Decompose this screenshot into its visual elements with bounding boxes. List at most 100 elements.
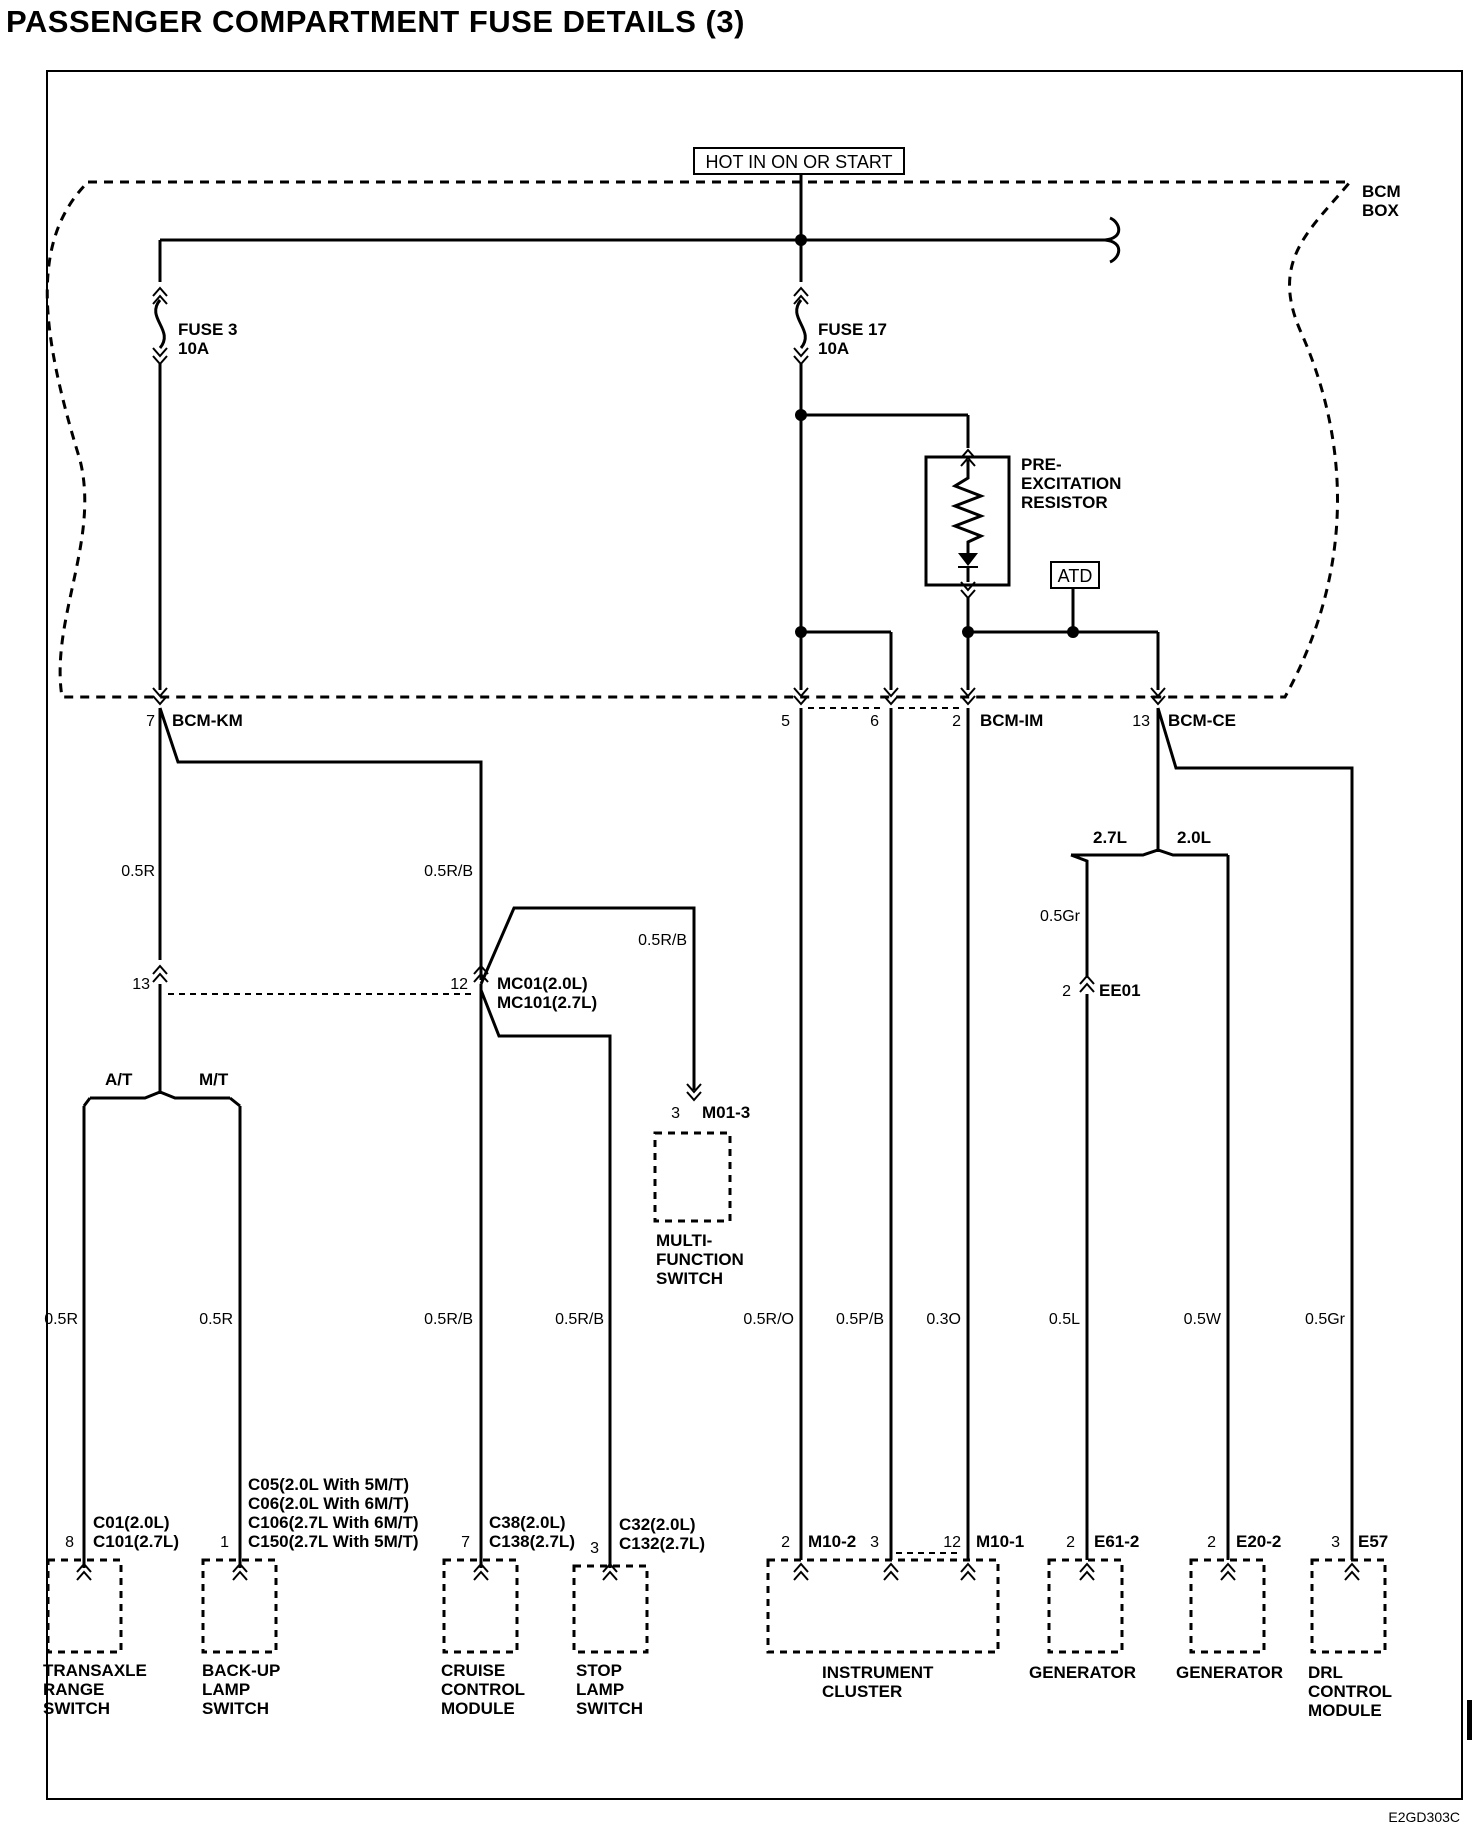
instrument-cluster	[766, 1552, 1000, 1654]
bcm-box-label-1: BCM	[1362, 182, 1401, 201]
gen1-pin: 2	[1066, 1534, 1075, 1551]
fuse-17-rating: 10A	[818, 339, 849, 358]
backup-pin: 1	[220, 1534, 229, 1551]
backup-lamp-switch	[201, 1558, 278, 1654]
mf-connector: M01-3	[702, 1103, 750, 1122]
split-27l: 2.7L	[1093, 828, 1127, 847]
trans-label-3: SWITCH	[43, 1699, 110, 1718]
wire-gen27-low: 0.5L	[1049, 1311, 1080, 1328]
wire-gen20: 0.5W	[1184, 1311, 1222, 1328]
cluster-pin-c: 12	[943, 1534, 961, 1551]
cruise-conn-1: C38(2.0L)	[489, 1513, 566, 1532]
cluster-label-1: INSTRUMENT	[822, 1663, 934, 1682]
wire-drl: 0.5Gr	[1305, 1311, 1346, 1328]
pre-excitation-resistor	[924, 449, 1160, 690]
backup-label-3: SWITCH	[202, 1699, 269, 1718]
gen2-pin: 2	[1207, 1534, 1216, 1551]
atd-box	[1050, 561, 1100, 589]
mf-label-1: MULTI-	[656, 1231, 712, 1250]
bcm-im-pin: 2	[952, 713, 961, 730]
resistor-label-2: EXCITATION	[1021, 474, 1121, 493]
mc-connector-2: MC101(2.7L)	[497, 993, 597, 1012]
wire-km-main: 0.5R	[121, 863, 155, 880]
ee-connector: EE01	[1099, 981, 1141, 1000]
cluster-pin-b: 3	[870, 1534, 879, 1551]
gen1-label: GENERATOR	[1029, 1663, 1136, 1682]
wire-cruise: 0.5R/B	[424, 1311, 473, 1328]
wire-trans: 0.5R	[44, 1311, 78, 1328]
wire-backup: 0.5R	[199, 1311, 233, 1328]
trans-label-2: RANGE	[43, 1680, 104, 1699]
mc-connector-1: MC01(2.0L)	[497, 974, 588, 993]
cruise-label-2: CONTROL	[441, 1680, 525, 1699]
wire-mc-mf: 0.5R/B	[638, 932, 687, 949]
bcm-box-outline	[45, 180, 1354, 699]
backup-label-1: BACK-UP	[202, 1661, 280, 1680]
bcm-pin-6: 6	[870, 713, 879, 730]
stop-lamp-switch	[572, 1563, 649, 1654]
bcm-connector-forks	[152, 687, 1166, 709]
trans-conn-2: C101(2.7L)	[93, 1532, 179, 1551]
mf-label-3: SWITCH	[656, 1269, 723, 1288]
backup-label-2: LAMP	[202, 1680, 250, 1699]
wire-ic2: 0.3O	[926, 1311, 961, 1328]
wire-ic5: 0.5R/O	[743, 1311, 794, 1328]
cruise-label-3: MODULE	[441, 1699, 515, 1718]
drl-label-1: DRL	[1308, 1663, 1343, 1682]
fuse-3	[152, 287, 168, 690]
bcm-km-name: BCM-KM	[172, 711, 243, 730]
page-edge-marker	[1467, 1700, 1472, 1740]
resistor-label-1: PRE-	[1021, 455, 1062, 474]
fuse-3-rating: 10A	[178, 339, 209, 358]
split-20l: 2.0L	[1177, 828, 1211, 847]
trans-pin: 8	[65, 1534, 74, 1551]
wire-gen27: 0.5Gr	[1040, 908, 1081, 925]
drl-label-2: CONTROL	[1308, 1682, 1392, 1701]
bcm-ce-circuit	[1070, 707, 1354, 1560]
cluster-circuit	[799, 708, 970, 1560]
split-mt: M/T	[199, 1070, 229, 1089]
cluster-conn-a: M10-2	[808, 1532, 856, 1551]
stop-conn-2: C132(2.7L)	[619, 1534, 705, 1553]
atd-label: ATD	[1058, 566, 1093, 586]
stop-label-1: STOP	[576, 1661, 622, 1680]
split-at: A/T	[105, 1070, 133, 1089]
trans-conn-1: C01(2.0L)	[93, 1513, 170, 1532]
stop-label-3: SWITCH	[576, 1699, 643, 1718]
stop-pin: 3	[590, 1540, 599, 1557]
mf-pin: 3	[671, 1105, 680, 1122]
cruise-pin: 7	[461, 1534, 470, 1551]
power-source-label: HOT IN ON OR START	[705, 152, 892, 172]
backup-conn-2: C06(2.0L With 6M/T)	[248, 1494, 409, 1513]
resistor-label-3: RESISTOR	[1021, 493, 1108, 512]
trans-label-1: TRANSAXLE	[43, 1661, 147, 1680]
bcm-km-pin: 7	[146, 713, 155, 730]
generator-1	[1047, 1558, 1124, 1654]
wire-km-branch: 0.5R/B	[424, 863, 473, 880]
backup-conn-1: C05(2.0L With 5M/T)	[248, 1475, 409, 1494]
figure-code: E2GD303C	[1388, 1809, 1460, 1825]
bcm-ce-pin: 13	[1132, 713, 1150, 730]
pin-13: 13	[132, 976, 150, 993]
top-bus	[158, 174, 1121, 282]
wire-stop: 0.5R/B	[555, 1311, 604, 1328]
bcm-km-circuit	[82, 707, 696, 1568]
gen1-conn: E61-2	[1094, 1532, 1139, 1551]
stop-label-2: LAMP	[576, 1680, 624, 1699]
diagram-frame	[46, 70, 1463, 1800]
gen2-conn: E20-2	[1236, 1532, 1281, 1551]
power-source-box	[693, 147, 905, 175]
fuse-17-name: FUSE 17	[818, 320, 887, 339]
cluster-conn-c: M10-1	[976, 1532, 1024, 1551]
drl-control-module	[1310, 1558, 1387, 1654]
drl-conn: E57	[1358, 1532, 1388, 1551]
cluster-label-2: CLUSTER	[822, 1682, 902, 1701]
backup-conn-4: C150(2.7L With 5M/T)	[248, 1532, 419, 1551]
cruise-label-1: CRUISE	[441, 1661, 505, 1680]
gen2-label: GENERATOR	[1176, 1663, 1283, 1682]
bcm-ce-name: BCM-CE	[1168, 711, 1236, 730]
transaxle-range-switch	[46, 1558, 123, 1654]
stop-conn-1: C32(2.0L)	[619, 1515, 696, 1534]
fuse-3-name: FUSE 3	[178, 320, 238, 339]
